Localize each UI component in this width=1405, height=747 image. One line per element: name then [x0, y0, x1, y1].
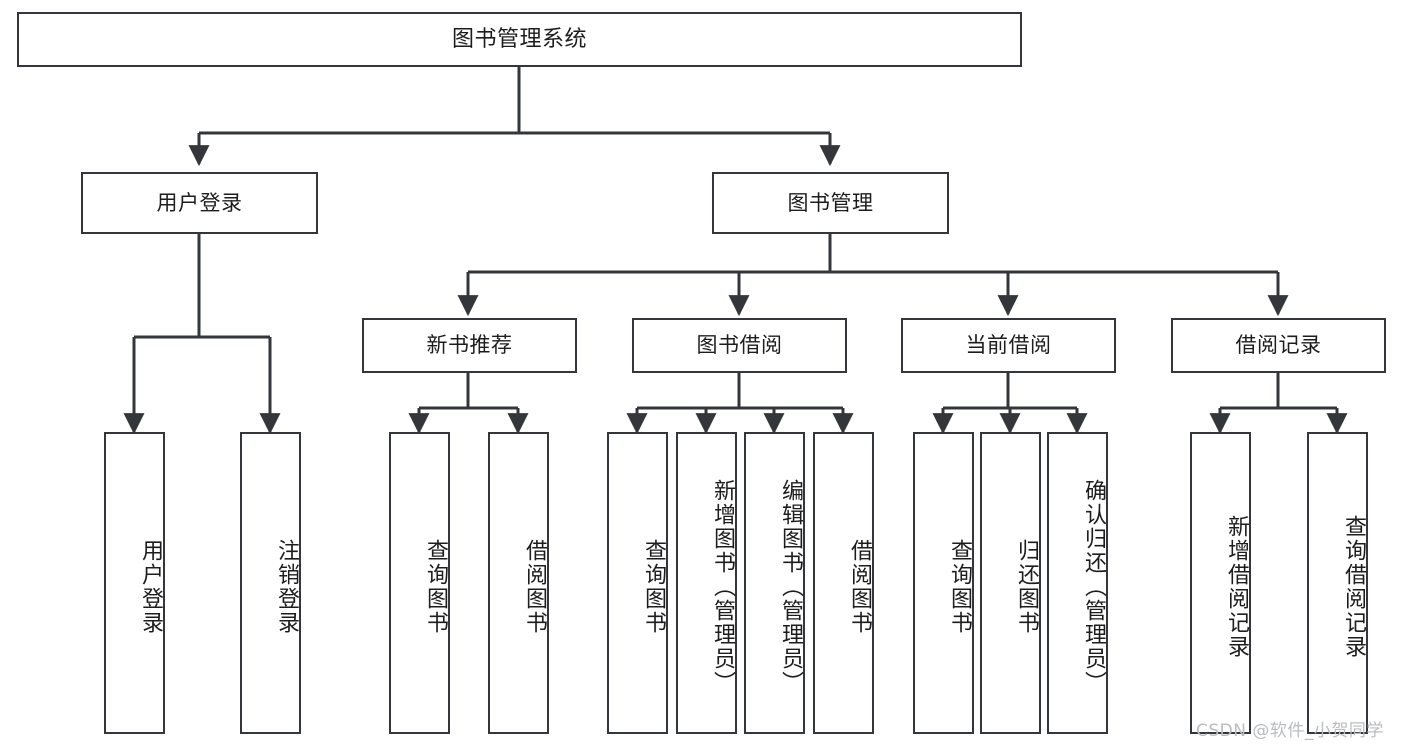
node-leaf-confirm-return[interactable]: 确认归还（管理员）: [1047, 432, 1108, 734]
node-book-manage-label: 图书管理: [787, 190, 874, 215]
node-leaf-return-book-label: 归还图书: [1014, 539, 1039, 635]
node-leaf-return-book[interactable]: 归还图书: [980, 432, 1041, 734]
node-book-borrow-label: 图书借阅: [696, 333, 783, 358]
node-borrow-record-label: 借阅记录: [1235, 333, 1322, 358]
node-leaf-query-book-borrow[interactable]: 查询图书: [607, 432, 668, 734]
node-leaf-borrow-book-recommend[interactable]: 借阅图书: [488, 432, 549, 734]
node-leaf-query-borrow-record-label: 查询借阅记录: [1341, 515, 1366, 659]
node-leaf-borrow-book-recommend-label: 借阅图书: [522, 539, 547, 635]
node-leaf-edit-book[interactable]: 编辑图书（管理员）: [744, 432, 805, 734]
node-borrow-record[interactable]: 借阅记录: [1171, 318, 1386, 373]
node-leaf-add-borrow-record-label: 新增借阅记录: [1224, 515, 1249, 659]
node-user-login[interactable]: 用户登录: [81, 172, 318, 234]
node-leaf-user-login[interactable]: 用户登录: [104, 432, 165, 734]
node-root-label: 图书管理系统: [451, 26, 587, 52]
node-new-book-recommend[interactable]: 新书推荐: [362, 318, 577, 373]
node-leaf-borrow-book[interactable]: 借阅图书: [813, 432, 874, 734]
node-leaf-confirm-return-label: 确认归还（管理员）: [1081, 479, 1106, 695]
node-book-manage[interactable]: 图书管理: [712, 172, 949, 234]
node-leaf-query-book-recommend[interactable]: 查询图书: [389, 432, 450, 734]
node-book-borrow[interactable]: 图书借阅: [632, 318, 847, 373]
node-leaf-logout-label: 注销登录: [274, 539, 299, 635]
node-leaf-add-book[interactable]: 新增图书（管理员）: [676, 432, 737, 734]
node-current-borrow[interactable]: 当前借阅: [901, 318, 1116, 373]
node-new-book-recommend-label: 新书推荐: [426, 333, 513, 358]
node-leaf-edit-book-label: 编辑图书（管理员）: [778, 479, 803, 695]
node-root[interactable]: 图书管理系统: [17, 12, 1022, 67]
node-leaf-query-book-borrow-label: 查询图书: [641, 539, 666, 635]
node-leaf-add-book-label: 新增图书（管理员）: [710, 479, 735, 695]
node-leaf-user-login-label: 用户登录: [138, 539, 163, 635]
watermark: CSDN @软件_小贺同学: [1196, 721, 1384, 741]
node-current-borrow-label: 当前借阅: [965, 333, 1052, 358]
node-leaf-query-borrow-record[interactable]: 查询借阅记录: [1307, 432, 1368, 734]
node-leaf-query-book-current-label: 查询图书: [947, 539, 972, 635]
node-leaf-add-borrow-record[interactable]: 新增借阅记录: [1190, 432, 1251, 734]
node-leaf-query-book-recommend-label: 查询图书: [423, 539, 448, 635]
node-leaf-borrow-book-label: 借阅图书: [847, 539, 872, 635]
node-leaf-query-book-current[interactable]: 查询图书: [913, 432, 974, 734]
node-user-login-label: 用户登录: [156, 190, 243, 215]
node-leaf-logout[interactable]: 注销登录: [240, 432, 301, 734]
